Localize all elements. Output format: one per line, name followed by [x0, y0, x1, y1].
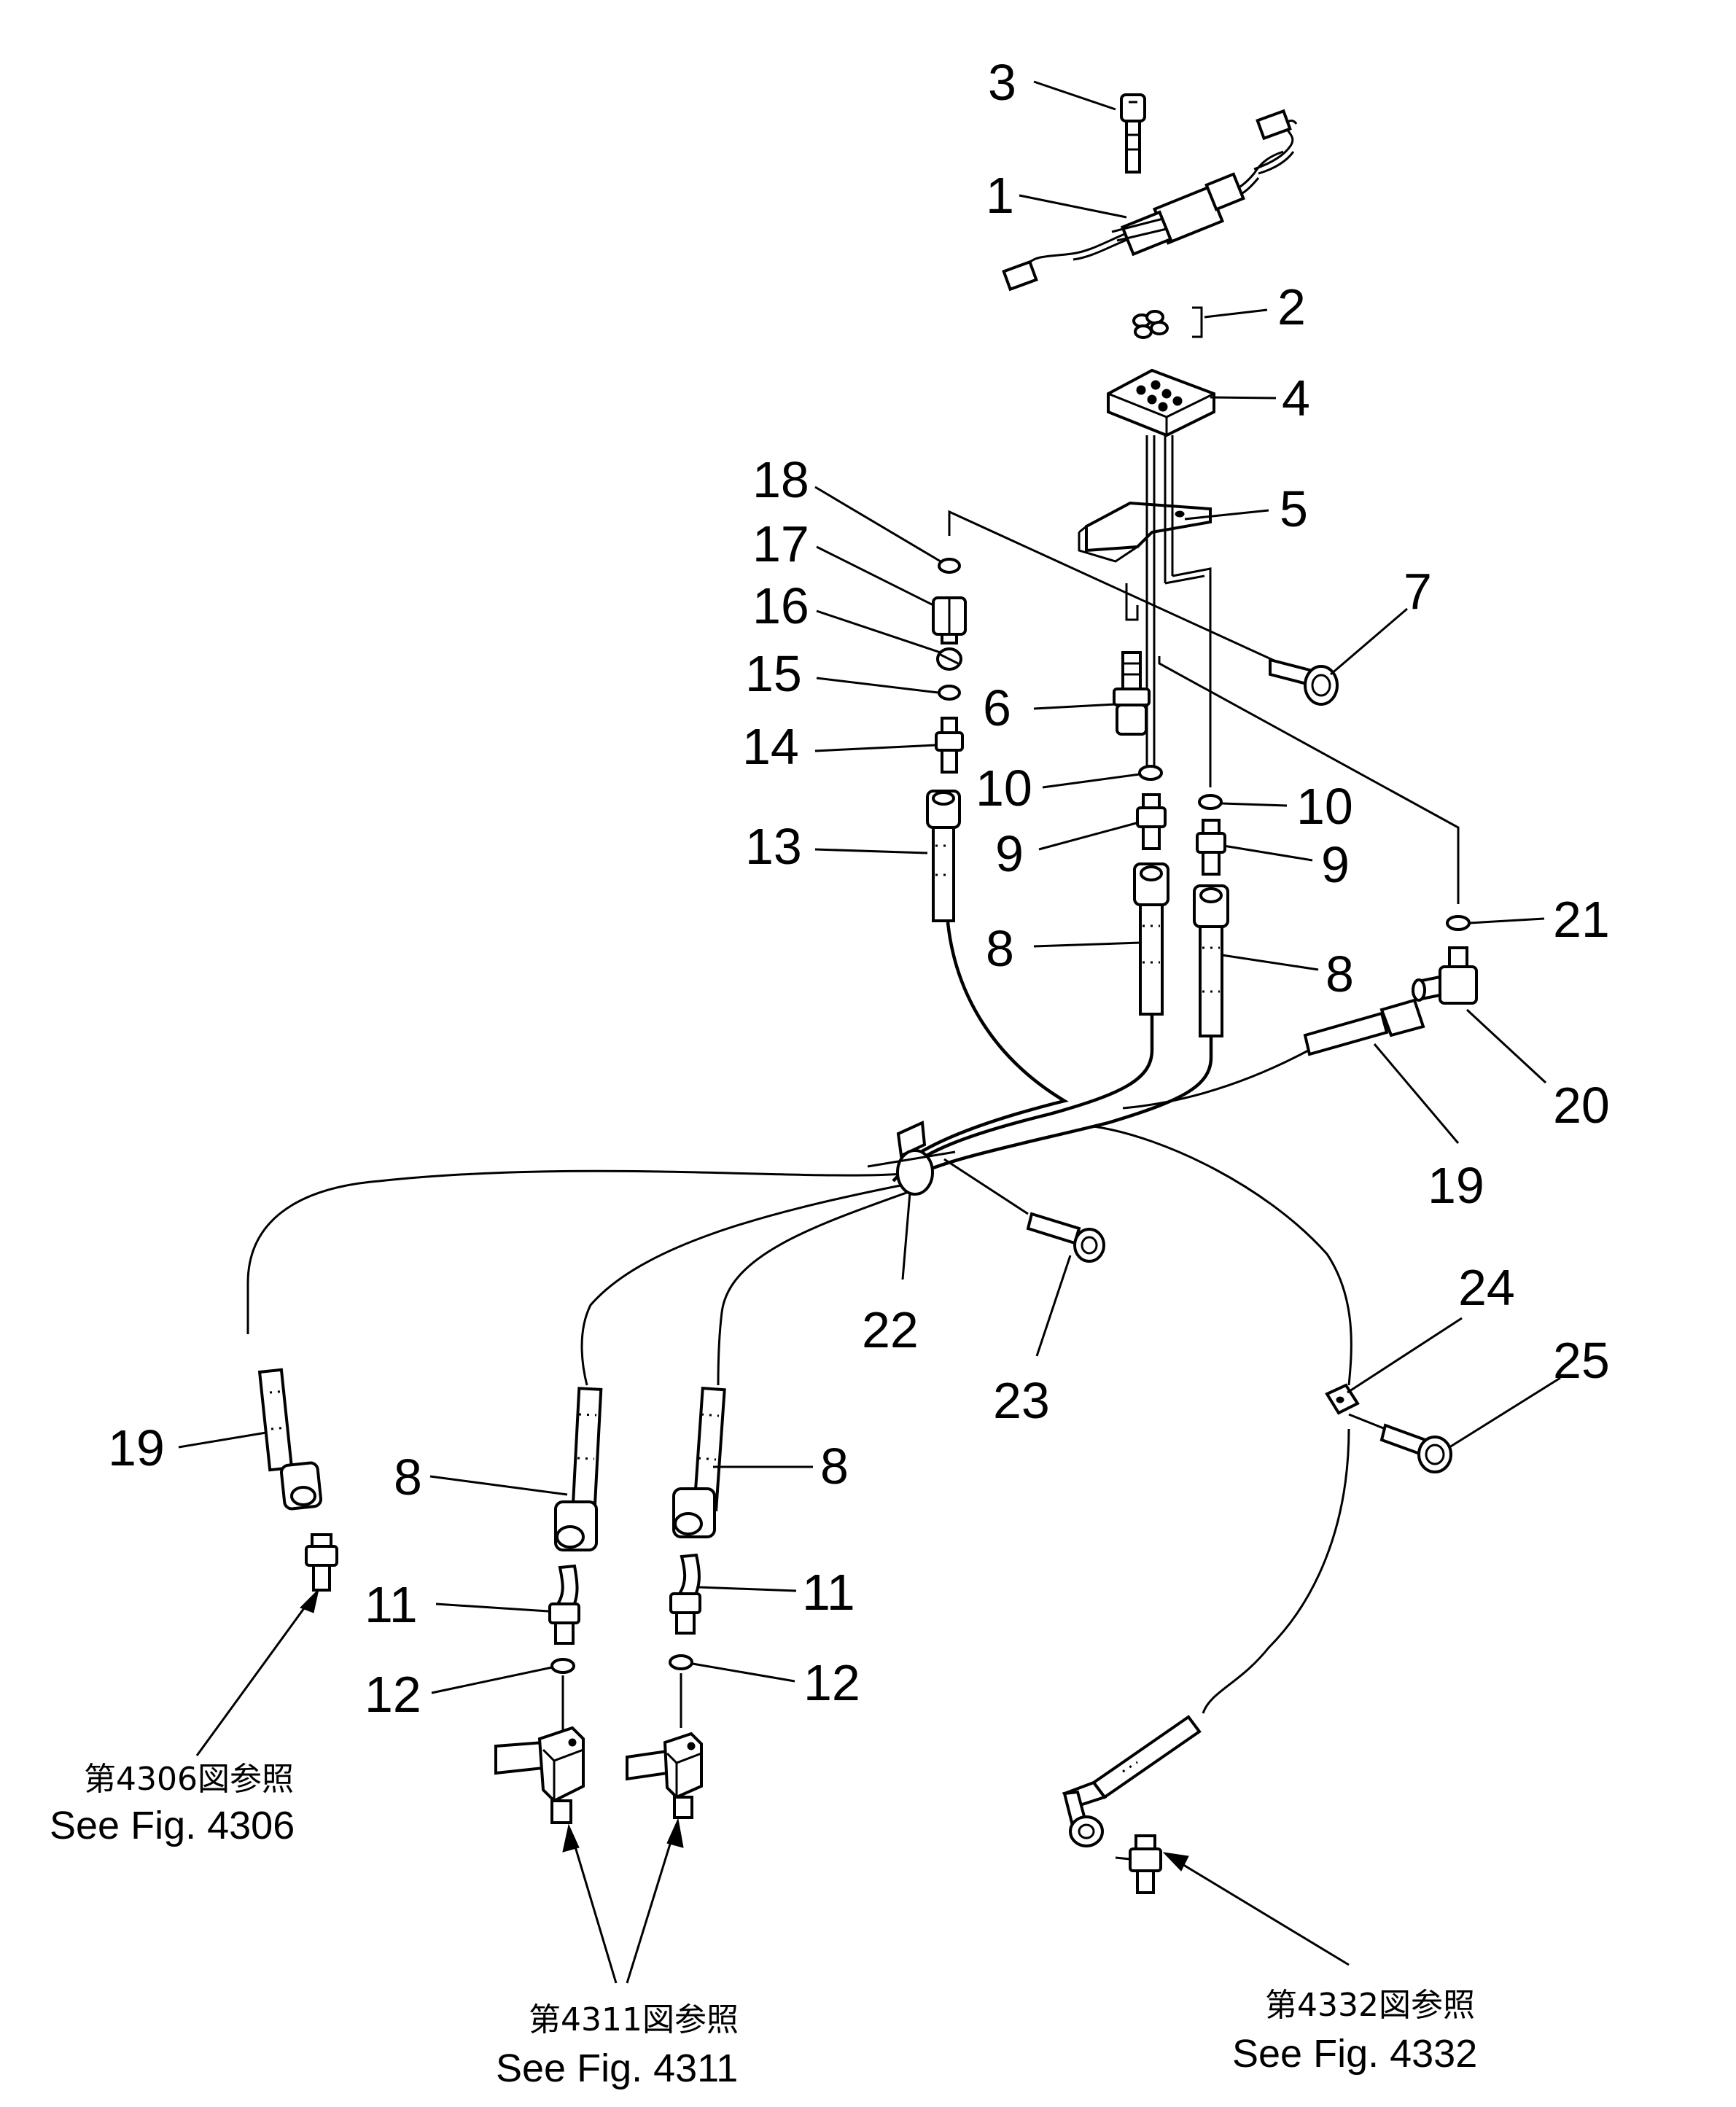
part-19-tube-lower	[257, 1368, 323, 1511]
callout-8-upper-right: 8	[1326, 946, 1354, 1002]
callout-12-right: 12	[803, 1654, 860, 1711]
part-10-o-ring-left	[1138, 765, 1163, 781]
callout-13: 13	[745, 818, 802, 875]
leader-lines	[178, 80, 1561, 1984]
callout-24: 24	[1458, 1259, 1515, 1316]
callout-5: 5	[1280, 480, 1308, 537]
callout-9-left: 9	[995, 825, 1024, 882]
callout-22: 22	[862, 1301, 919, 1358]
callout-11-right: 11	[802, 1564, 855, 1621]
part-16-nut	[936, 647, 962, 671]
part-22-clamp	[867, 1121, 956, 1196]
callout-19-lower: 19	[108, 1419, 165, 1476]
part-20-elbow	[1412, 946, 1478, 1005]
reference-4311-en: See Fig. 4311	[496, 2046, 738, 2090]
part-14-fitting	[935, 717, 964, 774]
assembly-line-18	[948, 510, 1313, 679]
valve-block-right	[626, 1673, 703, 1819]
part-11-elbow-left	[548, 1564, 580, 1645]
callout-8-upper-left: 8	[986, 920, 1014, 977]
reference-fig-4311: 第4311図参照 See Fig. 4311	[496, 2001, 739, 2090]
reference-4306-en: See Fig. 4306	[50, 1804, 295, 1847]
part-1-pressure-switch	[1002, 109, 1298, 292]
callout-8-lower-left: 8	[394, 1449, 422, 1506]
part-11-elbow-right	[669, 1553, 701, 1635]
callout-7: 7	[1404, 563, 1432, 620]
reference-4306-jp: 第4306図参照	[84, 1761, 294, 1798]
callout-23: 23	[993, 1372, 1050, 1429]
part-19-tube-upper	[1122, 998, 1425, 1110]
part-5-bracket	[1078, 501, 1212, 563]
assembly-line-21	[1158, 656, 1460, 904]
callout-9-right: 9	[1321, 836, 1350, 893]
part-15-o-ring	[938, 685, 961, 701]
part-9-fitting-left	[1136, 793, 1167, 850]
part-12-o-ring-left	[550, 1658, 575, 1674]
part-25-bolt	[1348, 1413, 1452, 1473]
part-8-tube-lower-left	[554, 1387, 603, 1551]
reference-fig-4332: 第4332図参照 See Fig. 4332	[1232, 1987, 1477, 2076]
part-8-tube-upper-left	[1133, 862, 1169, 1016]
callout-21: 21	[1553, 891, 1610, 948]
reference-4311-jp: 第4311図参照	[529, 2001, 739, 2038]
part-7-bolt	[1269, 658, 1339, 706]
part-8-tube-lower-right	[672, 1387, 726, 1538]
callout-3: 3	[988, 54, 1016, 111]
part-12-o-ring-right	[669, 1654, 693, 1670]
callout-1: 1	[986, 167, 1014, 224]
part-8-tube-upper-right	[1193, 884, 1229, 1037]
part-6-bolt	[1113, 651, 1151, 736]
callout-10-right: 10	[1296, 778, 1353, 835]
part-10-o-ring-right	[1198, 794, 1223, 810]
reference-4332-en: See Fig. 4332	[1232, 2032, 1477, 2076]
callout-25: 25	[1553, 1332, 1610, 1389]
callout-17: 17	[752, 515, 809, 572]
callout-18: 18	[752, 451, 809, 508]
tube-bundle	[246, 922, 1352, 1714]
part-13-tube	[926, 790, 961, 922]
callout-16: 16	[752, 577, 809, 634]
callout-14: 14	[742, 718, 799, 775]
callout-10-left: 10	[976, 760, 1032, 817]
part-2-o-rings	[1132, 306, 1203, 339]
part-18-o-ring	[938, 558, 961, 574]
part-3-bolt	[1120, 93, 1146, 174]
part-21-o-ring	[1446, 915, 1471, 931]
callout-11-left: 11	[365, 1576, 418, 1633]
fitting-lower-left	[305, 1533, 338, 1592]
callout-4: 4	[1282, 370, 1310, 427]
callout-8-lower-right: 8	[820, 1438, 849, 1495]
callout-20: 20	[1553, 1077, 1610, 1134]
part-9-fitting-right	[1196, 819, 1226, 876]
callout-2: 2	[1277, 279, 1306, 335]
reference-4332-jp: 第4332図参照	[1265, 1987, 1475, 2024]
callout-6: 6	[983, 679, 1011, 736]
part-4-block	[1107, 368, 1215, 437]
callout-19-upper: 19	[1428, 1157, 1484, 1214]
reference-fig-4306: 第4306図参照 See Fig. 4306	[50, 1761, 295, 1847]
valve-block-left	[494, 1675, 585, 1824]
callout-numbers: 3 1 2 4 5 18 17 16 15 14 13 7 6 10 10 9 …	[108, 54, 1610, 1723]
fitting-lower-right	[1115, 1834, 1162, 1894]
callout-15: 15	[745, 645, 802, 702]
callout-12-left: 12	[365, 1666, 421, 1723]
part-17-adapter	[932, 596, 967, 644]
tube-lower-right	[1062, 1715, 1202, 1847]
part-23-bolt	[943, 1158, 1105, 1263]
